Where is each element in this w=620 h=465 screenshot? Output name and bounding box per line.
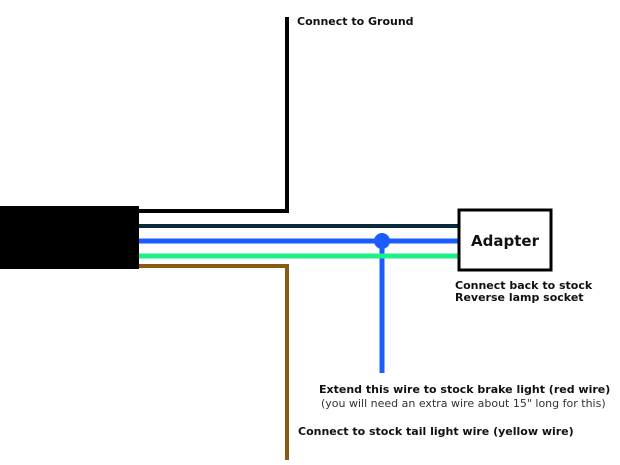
tail-label: Connect to stock tail light wire (yellow… xyxy=(298,425,574,438)
connector-block xyxy=(0,206,139,269)
ground-label: Connect to Ground xyxy=(297,15,414,28)
adapter-box xyxy=(457,208,553,272)
tail-wire xyxy=(139,264,289,460)
adapter-note-line1: Connect back to stock xyxy=(455,279,593,292)
adapter-label: Adapter xyxy=(471,232,540,250)
brake-instruction: Extend this wire to stock brake light (r… xyxy=(319,383,611,396)
brake-note: (you will need an extra wire about 15" l… xyxy=(321,397,606,410)
adapter-note-line2: Reverse lamp socket xyxy=(455,291,584,304)
junction-dot xyxy=(374,233,390,249)
ground-wire xyxy=(139,17,289,213)
